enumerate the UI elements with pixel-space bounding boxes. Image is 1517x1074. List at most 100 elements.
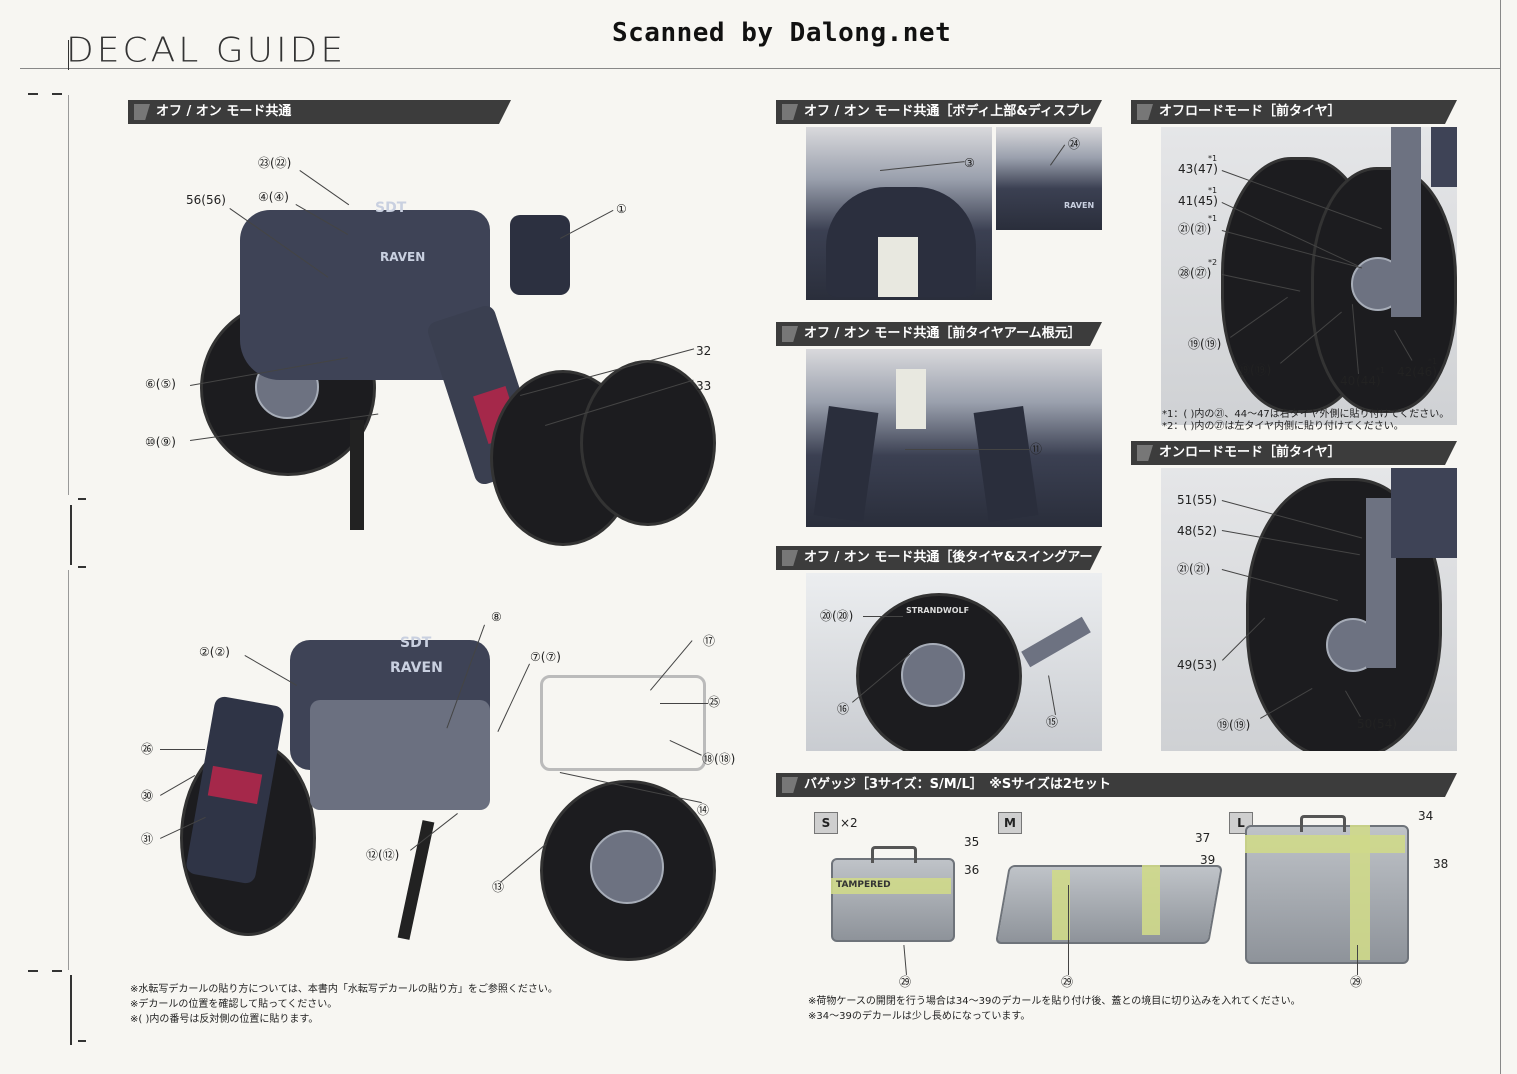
callout: ⑲(⑲) xyxy=(1188,337,1222,351)
arm-left-image xyxy=(813,406,879,522)
photo-onroad-tire xyxy=(1161,468,1457,751)
callout: ⑳(⑳) xyxy=(820,609,854,623)
callout: ⑮ xyxy=(1046,715,1059,729)
raven-logo: RAVEN xyxy=(1064,201,1095,210)
offroad-note-2: *2：( )内の㉗は左タイヤ内側に貼り付けてください。 xyxy=(1162,421,1404,432)
tape-image xyxy=(1052,870,1070,940)
header-divider xyxy=(20,68,1500,69)
margin-guide-line xyxy=(68,570,69,970)
margin-guide-line xyxy=(70,505,72,565)
callout: 48(52) xyxy=(1177,524,1217,538)
callout: ⑫(⑫) xyxy=(366,848,400,862)
footnote-mark: *1 xyxy=(1208,214,1218,223)
footer-note-left-1: ※水転写デカールの貼り方については、本書内「水転写デカールの貼り方」をご参照くだ… xyxy=(130,984,558,995)
stand-image xyxy=(350,420,364,530)
callout: 40 xyxy=(1340,374,1356,388)
section-header-offroad: オフロードモード［前タイヤ］ xyxy=(1131,100,1457,124)
callout: ㉙ xyxy=(1061,975,1074,989)
leader-line xyxy=(1357,945,1358,975)
footer-note-left-3: ※( )内の番号は反対側の位置に貼ります。 xyxy=(130,1014,319,1025)
callout: 49(53) xyxy=(1177,658,1217,672)
photo-offroad-tire xyxy=(1161,127,1457,425)
callout: ⑲(⑲) xyxy=(1217,718,1251,732)
bike-photo-bottom: RAVEN SDT xyxy=(170,590,740,961)
callout: ⑪ xyxy=(1030,442,1043,456)
crop-mark xyxy=(78,1040,86,1042)
crop-mark xyxy=(78,566,86,568)
callout: 39 xyxy=(1200,853,1216,867)
callout: (44) xyxy=(1356,374,1381,388)
callout: 37 xyxy=(1195,831,1211,845)
footer-note-right-1: ※荷物ケースの開閉を行う場合は34～39のデカールを貼り付け後、蓋との境目に切り… xyxy=(808,996,1301,1007)
rear-hub-image xyxy=(901,643,965,707)
swing-arm-image xyxy=(1021,616,1091,668)
body-edge-image xyxy=(1391,468,1457,558)
rear-rack-image xyxy=(540,675,706,771)
crop-mark xyxy=(28,93,38,95)
baggage-m-image xyxy=(995,840,1223,950)
tape-image xyxy=(1142,865,1160,935)
page-edge-line xyxy=(1500,0,1501,1074)
callout: ②(②) xyxy=(199,645,230,659)
callout: 32 xyxy=(696,344,712,358)
leader-line xyxy=(863,616,903,617)
baggage-l-image xyxy=(1240,815,1420,965)
callout: 56(56) xyxy=(186,193,226,207)
fork-tube-image xyxy=(1391,127,1421,317)
callout: ⑯ xyxy=(837,702,850,716)
section-header-onroad: オンロードモード［前タイヤ］ xyxy=(1131,441,1457,465)
crop-mark xyxy=(78,498,86,500)
callout: ㉚ xyxy=(141,789,154,803)
size-tag-s: S xyxy=(814,812,838,834)
callout: 35 xyxy=(964,835,980,849)
strandwolf-logo: STRANDWOLF xyxy=(906,606,970,615)
callout: ㉛ xyxy=(141,832,154,846)
margin-guide-line xyxy=(68,95,69,495)
callout: ⑲(⑲) xyxy=(1238,363,1272,377)
size-s-count: ×2 xyxy=(840,816,858,830)
callout: ⑭ xyxy=(697,803,710,817)
callout: ⑦(⑦) xyxy=(530,650,561,664)
callout: 50(54) xyxy=(1357,717,1397,731)
sdt-logo: SDT xyxy=(375,200,407,216)
callout: 36 xyxy=(964,863,980,877)
case-body-image xyxy=(995,865,1223,944)
page-title: DECAL GUIDE xyxy=(66,31,347,70)
raven-logo: RAVEN xyxy=(390,660,443,676)
callout: 38 xyxy=(1433,857,1449,871)
callout: 42(46) xyxy=(1397,365,1437,379)
case-body-image xyxy=(831,858,955,942)
footnote-mark: *1 xyxy=(1208,186,1218,195)
footnote-mark: *1 xyxy=(1428,357,1438,366)
title-bar-mark xyxy=(68,40,69,70)
callout: ㉘(㉗) xyxy=(1178,266,1212,280)
sdt-logo: SDT xyxy=(400,635,432,651)
callout: ⑥(⑤) xyxy=(145,377,176,391)
section-header-body-display: オフ / オン モード共通［ボディ上部&ディスプレイ］ xyxy=(776,100,1102,124)
callout: ⑬ xyxy=(492,880,505,894)
body-edge-image xyxy=(1431,127,1457,187)
callout: 33 xyxy=(696,379,712,393)
tampered-label: TAMPERED xyxy=(836,880,891,890)
front-tire-right-image xyxy=(580,360,716,526)
callout: 34 xyxy=(1418,809,1434,823)
callout: ㉑(㉑) xyxy=(1177,562,1211,576)
section-header-common: オフ / オン モード共通 xyxy=(128,100,511,124)
size-tag-m: M xyxy=(998,812,1022,834)
callout: ⑰ xyxy=(703,634,716,648)
handle-image xyxy=(871,846,917,863)
crop-mark xyxy=(52,970,62,972)
callout: ㉓(㉒) xyxy=(258,156,292,170)
footer-note-right-2: ※34～39のデカールは少し長めになっています。 xyxy=(808,1011,1031,1022)
tape-image xyxy=(831,878,951,894)
section-header-front-arm: オフ / オン モード共通［前タイヤアーム根元］ xyxy=(776,322,1102,346)
baggage-s-image: TAMPERED xyxy=(826,838,966,948)
leader-line xyxy=(660,703,708,704)
callout: 43(47) xyxy=(1178,162,1218,176)
footnote-mark: *2 xyxy=(1208,258,1218,267)
handle-image xyxy=(1300,815,1346,832)
footnote-mark: *1 xyxy=(1208,154,1218,163)
callout: ⑩(⑨) xyxy=(145,435,176,449)
crop-mark xyxy=(28,970,38,972)
leader-line xyxy=(160,749,205,750)
